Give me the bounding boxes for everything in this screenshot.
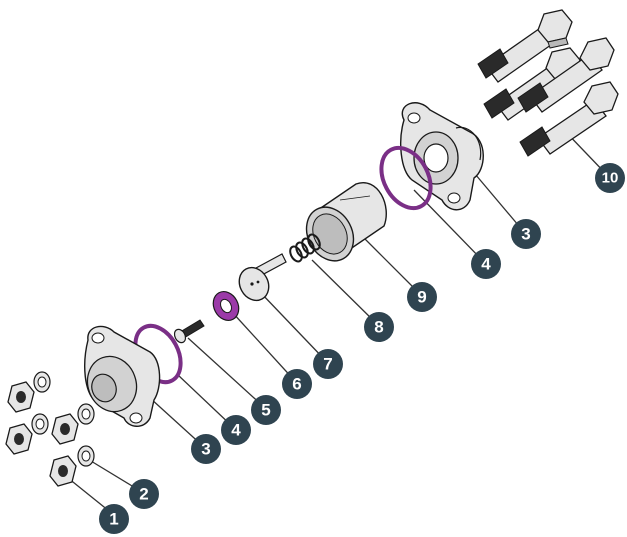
callout-6[interactable]: 6: [282, 369, 312, 399]
callout-7[interactable]: 7: [313, 349, 343, 379]
svg-text:5: 5: [261, 401, 270, 420]
callout-4-right[interactable]: 4: [471, 249, 501, 279]
svg-text:7: 7: [323, 355, 332, 374]
callout-4-left[interactable]: 4: [221, 415, 251, 445]
valve-disc-icon: [238, 253, 287, 302]
svg-text:9: 9: [417, 288, 426, 307]
hex-bolt-icon: [477, 9, 573, 83]
leader-line-8: [311, 259, 378, 325]
leader-line-5: [187, 337, 265, 408]
callouts: 1 2 3 4 5 6 7 8: [99, 163, 625, 534]
callout-3-right[interactable]: 3: [511, 219, 541, 249]
fastener-set: [5, 371, 95, 487]
leader-lines: [67, 127, 609, 516]
svg-text:10: 10: [602, 170, 619, 187]
svg-text:1: 1: [109, 510, 118, 529]
svg-text:8: 8: [374, 318, 383, 337]
callout-5[interactable]: 5: [251, 395, 281, 425]
hex-bolt-icon: [517, 37, 615, 113]
callout-3-left[interactable]: 3: [191, 434, 221, 464]
svg-text:3: 3: [521, 225, 530, 244]
leader-line-4-left: [177, 374, 235, 429]
callout-10[interactable]: 10: [595, 163, 625, 193]
hex-bolt-icon: [519, 81, 619, 157]
leader-line-3-right: [469, 167, 525, 233]
flange-housing-icon: [84, 325, 161, 427]
screw-icon: [173, 319, 205, 344]
cylinder-sleeve-icon: [305, 181, 387, 262]
flange-housing-icon: [400, 102, 484, 211]
o-ring-icon: [379, 145, 433, 211]
callout-1[interactable]: 1: [99, 504, 129, 534]
svg-text:6: 6: [292, 375, 301, 394]
svg-text:2: 2: [139, 485, 148, 504]
svg-text:4: 4: [231, 421, 241, 440]
callout-2[interactable]: 2: [129, 479, 159, 509]
callout-9[interactable]: 9: [407, 282, 437, 312]
leader-line-6: [231, 311, 296, 382]
leader-line-9: [357, 231, 421, 295]
spring-icon: [289, 233, 321, 263]
svg-text:4: 4: [481, 255, 491, 274]
leader-line-7: [259, 291, 327, 362]
svg-text:3: 3: [201, 440, 210, 459]
gasket-icon: [212, 291, 240, 321]
callout-8[interactable]: 8: [364, 312, 394, 342]
bolt-set: [477, 9, 619, 157]
